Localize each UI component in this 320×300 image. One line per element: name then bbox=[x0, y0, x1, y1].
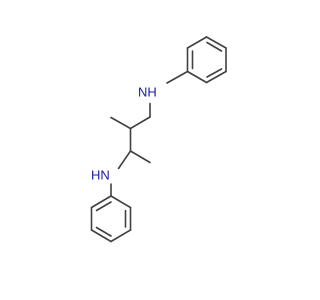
ch2-ch-bond bbox=[129, 116, 151, 130]
carbon-chain bbox=[110, 102, 151, 170]
methyl-upper-bond bbox=[110, 116, 132, 130]
lower-ring-double-bond bbox=[95, 226, 112, 237]
upper-phenyl-ring bbox=[186, 36, 227, 84]
upper-ring-bond bbox=[205, 70, 227, 84]
structure-drawing: NH HN bbox=[90, 36, 227, 243]
lower-ring-bond bbox=[110, 195, 132, 209]
nh-lower-label: HN bbox=[91, 167, 110, 182]
methyl-lower-bond bbox=[129, 150, 151, 164]
ch-n-bond bbox=[117, 150, 132, 170]
upper-ring-bond bbox=[186, 70, 208, 84]
upper-ring-double-bond bbox=[206, 41, 223, 52]
lower-ring-double-bond bbox=[95, 201, 112, 212]
upper-ring-bond bbox=[205, 36, 227, 49]
upper-ring-bond bbox=[186, 36, 208, 49]
lower-ring-bond bbox=[90, 195, 112, 209]
upper-ring-n-bond bbox=[166, 70, 189, 84]
lower-ring-bond bbox=[90, 229, 112, 243]
nh-upper-label: NH bbox=[138, 84, 157, 99]
molecule-canvas: NH HN bbox=[90, 36, 227, 243]
upper-ring-double-bond bbox=[206, 68, 223, 78]
lower-phenyl-ring bbox=[90, 195, 132, 243]
lower-ring-bond bbox=[110, 229, 132, 243]
